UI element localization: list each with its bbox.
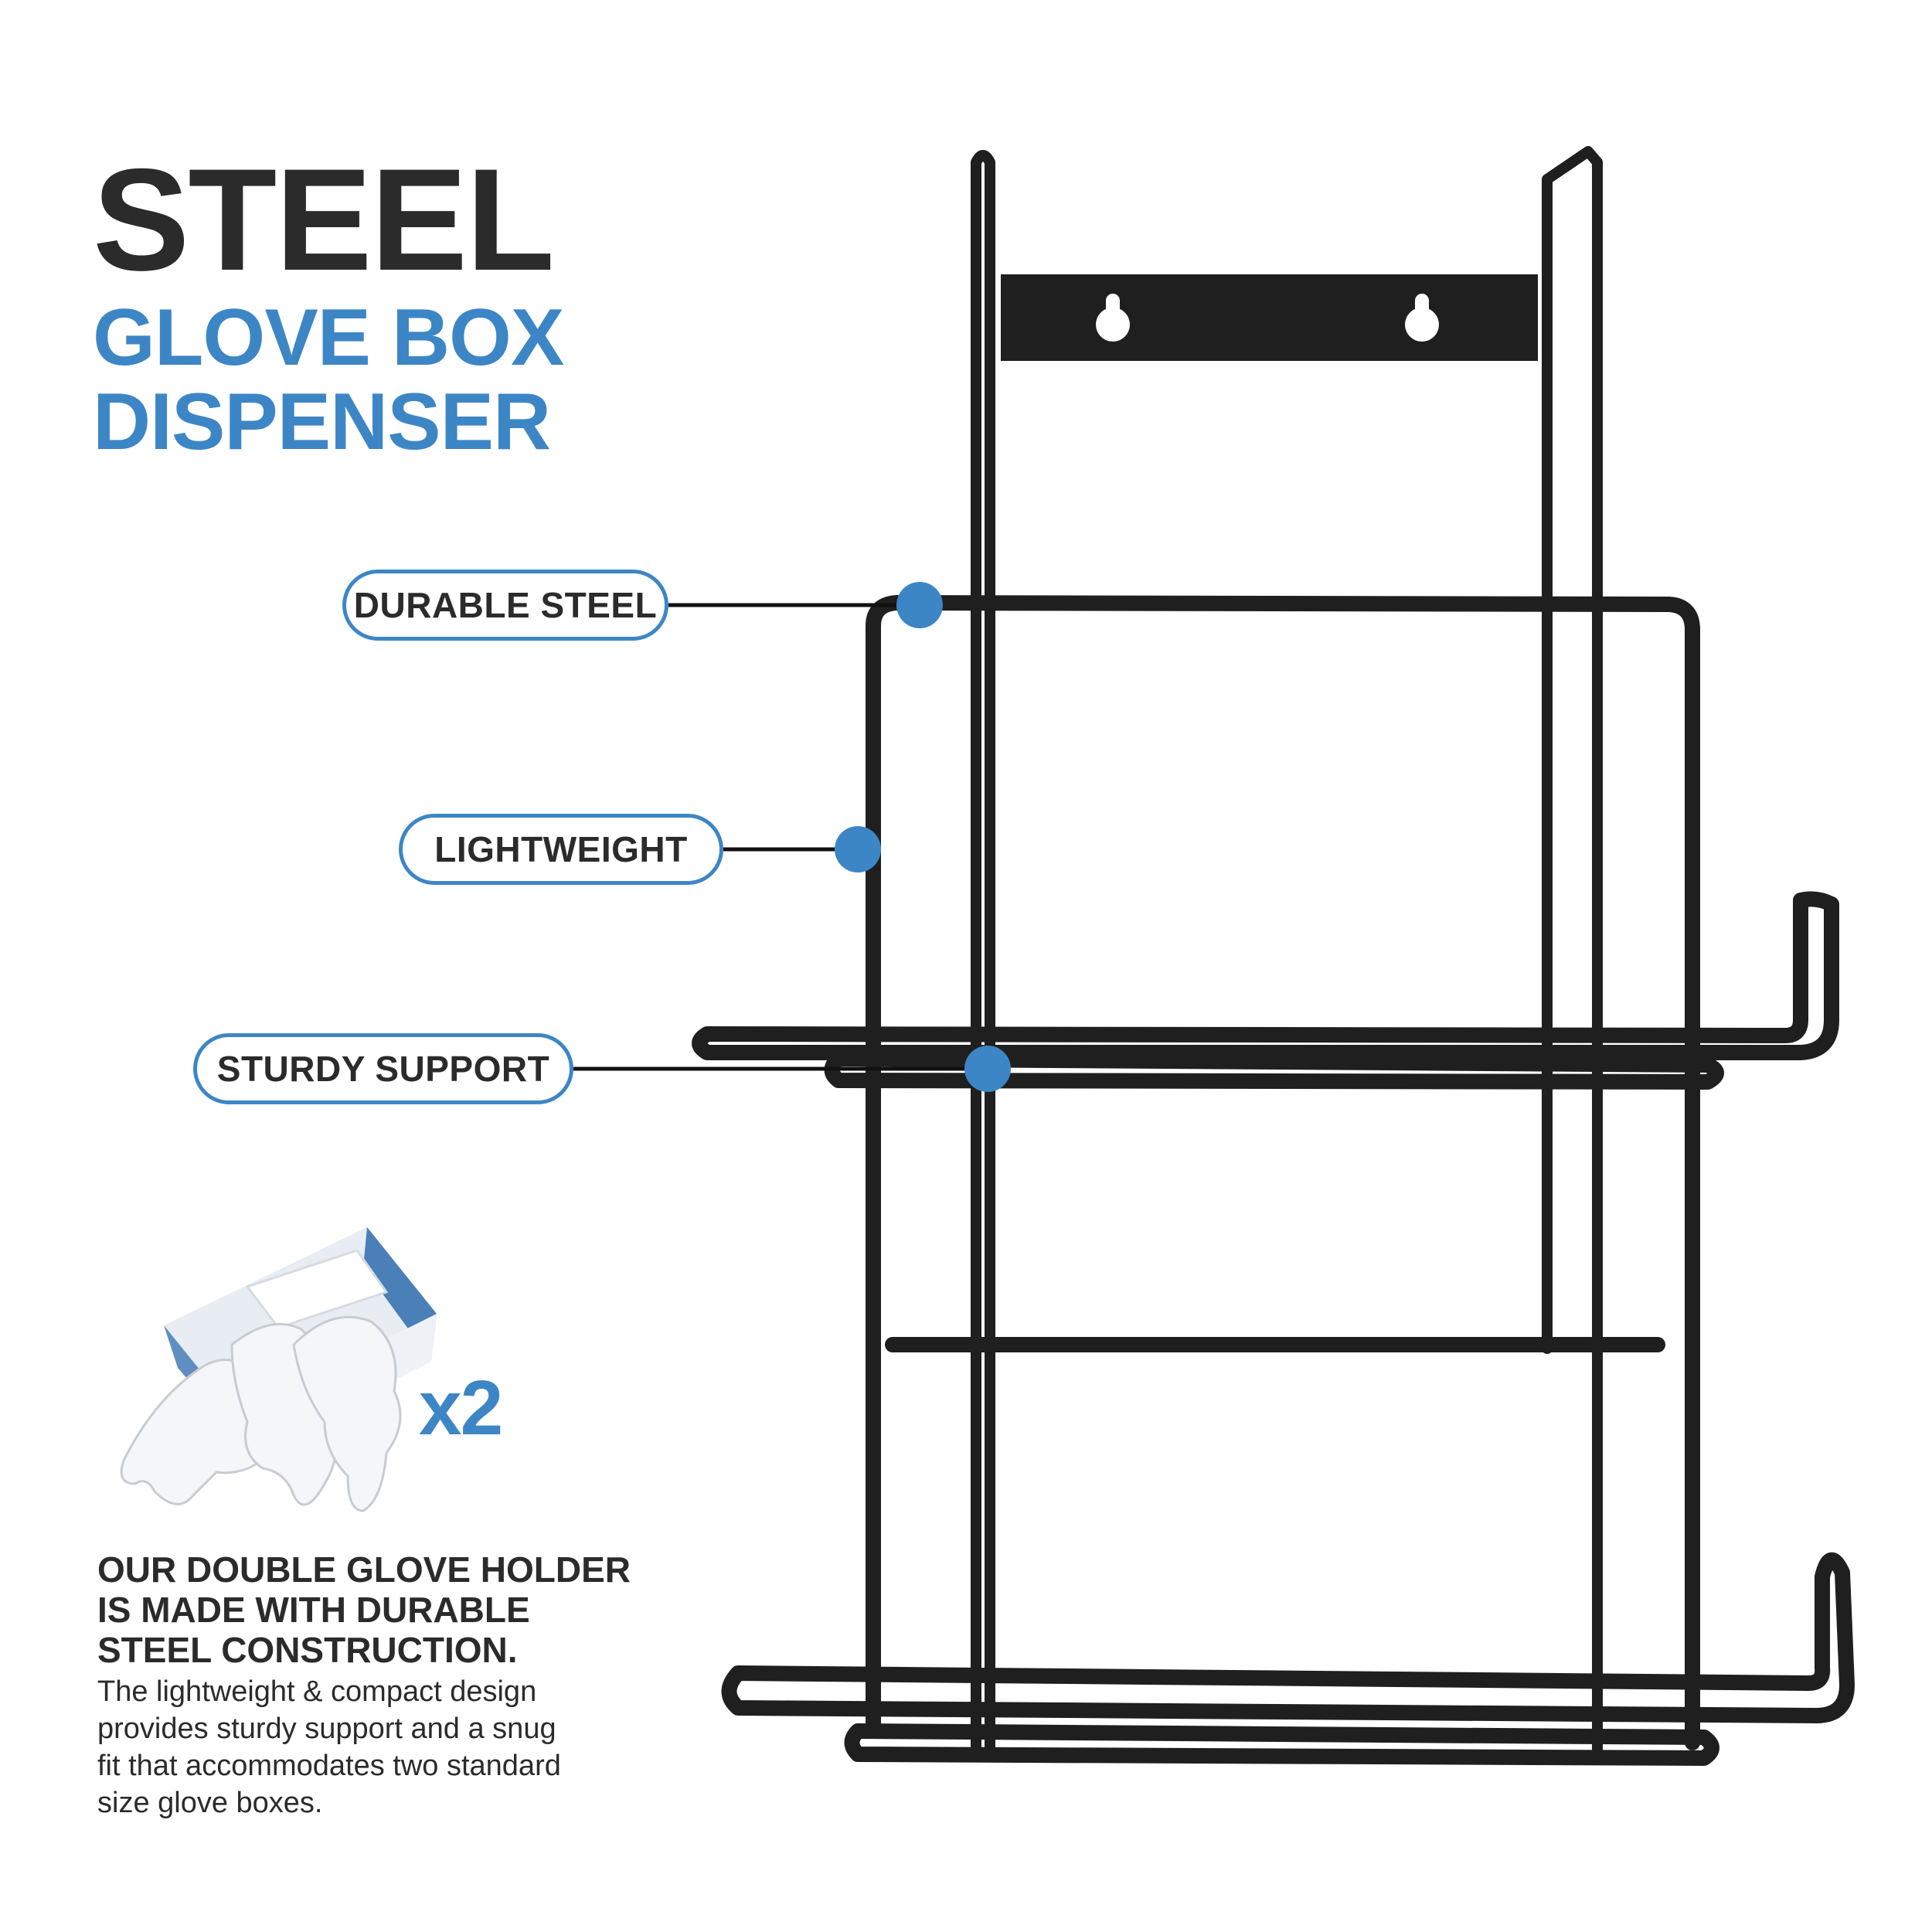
- callout-dot-durable: [896, 582, 943, 628]
- callout-lightweight: LIGHTWEIGHT: [399, 814, 723, 885]
- wire-rack: [692, 146, 1855, 1766]
- callout-dots: [835, 582, 1011, 1092]
- description-heading-line: IS MADE WITH DURABLE: [97, 1590, 530, 1630]
- description-heading: OUR DOUBLE GLOVE HOLDER IS MADE WITH DUR…: [97, 1549, 669, 1670]
- callout-sturdy-support: STURDY SUPPORT: [193, 1033, 573, 1104]
- product-description: OUR DOUBLE GLOVE HOLDER IS MADE WITH DUR…: [97, 1549, 669, 1821]
- description-heading-line: STEEL CONSTRUCTION.: [97, 1630, 518, 1670]
- description-body-line: provides sturdy support and a snug: [97, 1713, 556, 1745]
- description-body: The lightweight & compact design provide…: [97, 1673, 669, 1821]
- product-headline: STEEL GLOVE BOX DISPENSER: [93, 138, 564, 467]
- mounting-plate: [1001, 274, 1538, 361]
- product-subtitle-line1: GLOVE BOX: [93, 293, 564, 383]
- description-body-line: The lightweight & compact design: [97, 1675, 537, 1708]
- glove-box-quantity: x2: [419, 1365, 503, 1451]
- callout-dot-lightweight: [835, 826, 881, 872]
- description-body-line: size glove boxes.: [97, 1787, 323, 1819]
- description-body-line: fit that accommodates two standard: [97, 1750, 561, 1782]
- callout-dot-sturdy: [964, 1046, 1011, 1092]
- callout-durable-steel: DURABLE STEEL: [342, 570, 668, 641]
- gloves-icon: [120, 1315, 402, 1512]
- product-subtitle-line2: DISPENSER: [93, 376, 551, 467]
- description-heading-line: OUR DOUBLE GLOVE HOLDER: [97, 1549, 631, 1590]
- product-title: STEEL: [93, 138, 555, 301]
- keyhole-slots: [1096, 294, 1439, 342]
